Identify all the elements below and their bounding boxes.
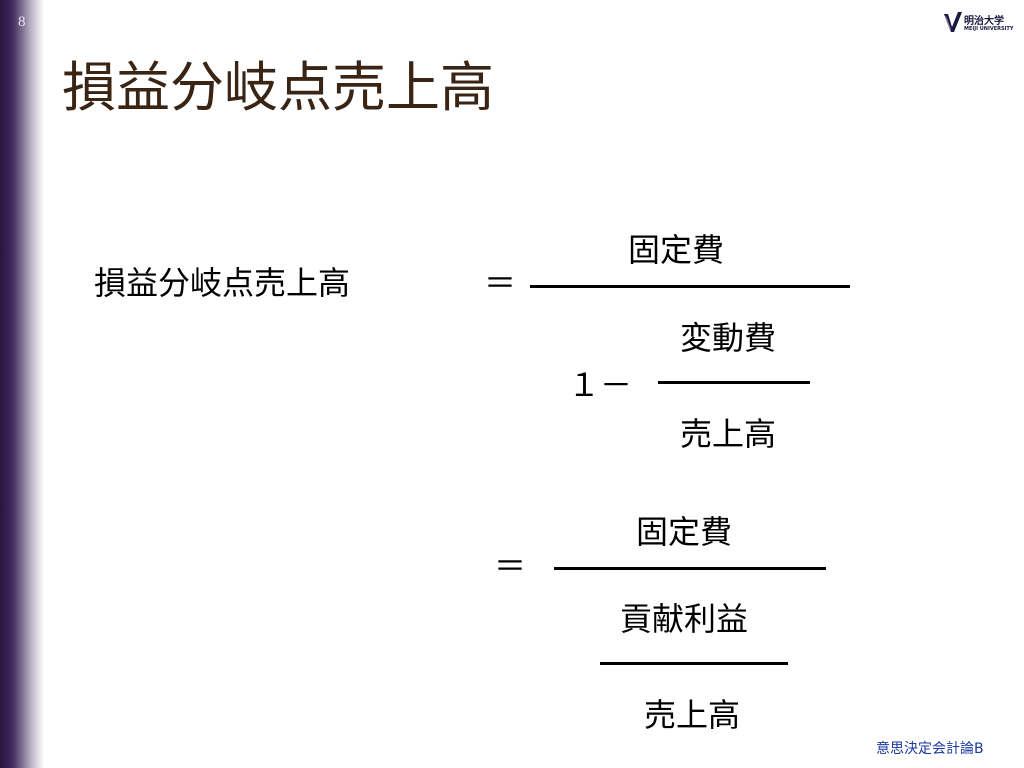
formula1-numerator: 固定費 (628, 231, 725, 269)
formula1-denominator-prefix: １－ (568, 366, 633, 404)
formula1-inner-numerator: 変動費 (680, 319, 777, 357)
slide-title: 損益分岐点売上高 (62, 56, 494, 119)
formula1-lhs: 損益分岐点売上高 (94, 264, 351, 302)
formula2-inner-numerator: 貢献利益 (620, 600, 749, 638)
formula2-main-fraction-bar (554, 567, 826, 570)
formula1-inner-fraction-bar (658, 381, 810, 384)
formula2-inner-fraction-bar (600, 662, 788, 665)
formula2-numerator: 固定費 (636, 513, 733, 551)
formula1-inner-denominator: 売上高 (680, 415, 777, 453)
logo-name: 明治大学 (964, 16, 1004, 27)
formula2-equals: ＝ (494, 547, 527, 585)
university-logo: 明治大学 MEIJI UNIVERSITY (942, 10, 1022, 38)
formula1-equals: ＝ (484, 264, 517, 302)
left-decorative-bar (0, 0, 44, 768)
formula1-main-fraction-bar (530, 285, 850, 288)
v-mark-icon (944, 12, 962, 32)
footer-course-name: 意思決定会計論B (876, 741, 984, 757)
logo-subtitle: MEIJI UNIVERSITY (964, 26, 1014, 32)
page-number: 8 (18, 14, 26, 30)
formula2-inner-denominator: 売上高 (644, 696, 741, 734)
